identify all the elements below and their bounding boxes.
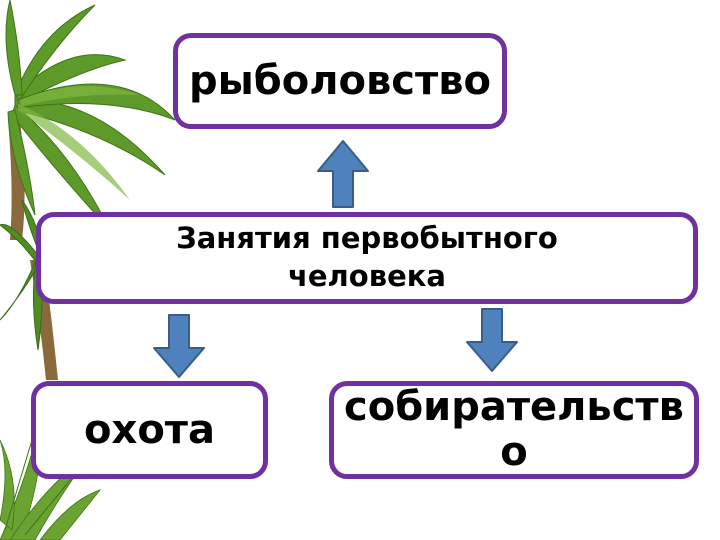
- gathering-box: собирательство: [329, 381, 699, 479]
- arrow-up-icon: [317, 140, 369, 208]
- gathering-label: собирательство: [344, 384, 684, 475]
- fishing-box: рыболовство: [173, 33, 507, 129]
- arrow-down-icon: [466, 308, 518, 372]
- hunting-label: охота: [84, 406, 215, 453]
- fishing-label: рыболовство: [189, 57, 491, 104]
- primitive-occupations-box: Занятия первобытного человека: [36, 212, 698, 304]
- primitive-occupations-label: Занятия первобытного человека: [176, 221, 558, 293]
- arrow-down-icon: [153, 314, 205, 378]
- hunting-box: охота: [31, 381, 268, 479]
